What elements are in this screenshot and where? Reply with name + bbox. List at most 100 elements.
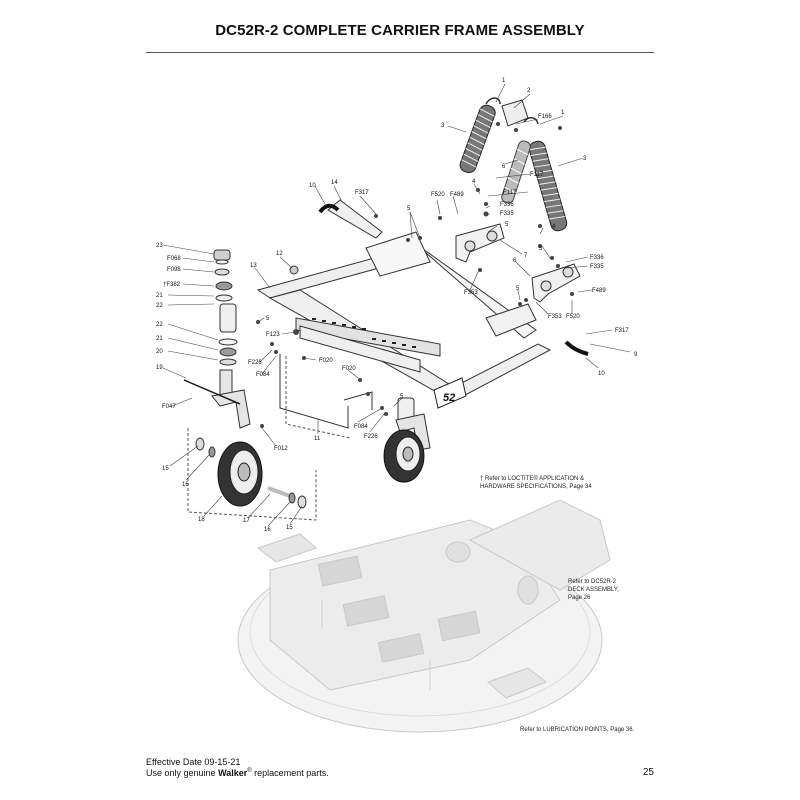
title-divider [146, 52, 654, 53]
callout-5: 5 [266, 316, 270, 322]
callout-6: 6 [513, 258, 517, 264]
callout-21: 21 [156, 293, 163, 299]
page-title: DC52R-2 COMPLETE CARRIER FRAME ASSEMBLY [215, 22, 585, 39]
callout-17: 17 [243, 518, 250, 524]
svg-text:52: 52 [443, 392, 455, 404]
handle-left [318, 199, 383, 239]
caster-stack-left [183, 249, 251, 429]
deck-vent-3 [377, 633, 425, 663]
callout-12: 12 [276, 251, 283, 257]
callout-10: 10 [598, 371, 605, 377]
callout-10: 10 [309, 183, 316, 189]
callout-4: 4 [472, 179, 476, 185]
callout-14: 14 [331, 180, 338, 186]
genuine-parts-notice: Use only genuine Walker® replacement par… [146, 768, 329, 778]
callout-f117: F117 [530, 172, 544, 178]
callout-f047: F047 [162, 404, 176, 410]
callout-5: 5 [407, 206, 411, 212]
callout-f489: F489 [450, 192, 464, 198]
frame-slots [312, 318, 416, 348]
callout-labels: 1 2 F166 1 3 6 3 F117 F117 4 F520 F489 F… [156, 78, 638, 533]
spring-right [528, 140, 568, 232]
callout-f336: F336 [590, 255, 604, 261]
spring-bracket [485, 97, 539, 127]
callout-3: 3 [441, 123, 445, 129]
callout-15: 15 [286, 525, 293, 531]
callout-6: 6 [502, 164, 506, 170]
deck-assembly-reference-note: Refer to DC52R-2 DECK ASSEMBLY, Page 26 [568, 579, 619, 601]
callout-5: 5 [516, 286, 520, 292]
frame-lift-bar [299, 325, 421, 373]
loctite-reference-note: † Refer to LOCTITE® APPLICATION & HARDWA… [480, 476, 592, 490]
deck-wheel-ghost-1 [445, 541, 471, 563]
leader-lines [162, 83, 631, 527]
deck-wheel-ghost-2 [517, 575, 539, 605]
wheel-hardware-left [195, 437, 307, 509]
callout-23: 23 [156, 243, 163, 249]
callout-f489: F489 [592, 288, 606, 294]
callout-22: 22 [156, 322, 163, 328]
callout-1: 1 [561, 110, 565, 116]
callout-f226: F226 [364, 434, 378, 440]
callout-f382: †F382 [163, 282, 181, 288]
callout-f117: F117 [503, 190, 517, 196]
callout-9: 9 [634, 352, 638, 358]
callout-18: 18 [198, 517, 205, 523]
left-caster-post [219, 303, 237, 333]
rear-mount-bracket [485, 303, 537, 337]
deck-vent-2 [342, 595, 390, 627]
page-number: 25 [642, 767, 654, 778]
callout-13: 13 [250, 263, 257, 269]
callout-f098: F098 [167, 267, 181, 273]
callout-22: 22 [156, 303, 163, 309]
lubrication-reference-note: Refer to LUBRICATION POINTS, Page 36. [520, 727, 635, 733]
callout-20: 20 [156, 349, 163, 355]
frame-lower-hoop [279, 354, 349, 429]
deck-discharge-chute [468, 499, 611, 591]
deck-assembly-ghost [237, 499, 611, 733]
callout-2: 2 [527, 88, 531, 94]
pivot-arm-upper [455, 223, 505, 263]
callout-5: 5 [505, 222, 509, 228]
callout-1: 1 [502, 78, 506, 84]
callout-f084: F084 [256, 372, 270, 378]
callout-f520: F520 [431, 192, 445, 198]
frame-center-channel [295, 317, 441, 357]
caster-wheel-left [217, 441, 263, 507]
callout-f068: F068 [167, 256, 181, 262]
callout-5: 5 [400, 394, 404, 400]
effective-date: Effective Date 09-15-21 [146, 757, 241, 767]
callout-4: 4 [552, 224, 556, 230]
callout-5: 5 [539, 246, 543, 252]
callout-f353: F353 [464, 290, 478, 296]
callout-f317: F317 [615, 328, 629, 334]
callout-3: 3 [583, 156, 587, 162]
handle-right [564, 340, 589, 356]
deck-vent-1 [317, 555, 363, 587]
callout-f020: F020 [319, 358, 333, 364]
spring-left [459, 104, 496, 174]
callout-f336: F336 [500, 202, 514, 208]
callout-11: 11 [314, 436, 321, 442]
deck-bracket-left [256, 533, 317, 563]
callout-f012: F012 [274, 446, 288, 452]
brand-name: Walker [218, 768, 248, 778]
callout-f166: F166 [538, 114, 552, 120]
caster-wheel-right [383, 413, 431, 483]
callout-15: 15 [162, 466, 169, 472]
frame-lower-link [343, 391, 373, 410]
callout-16: 16 [182, 482, 189, 488]
caster-fork-left [211, 389, 251, 429]
callout-f335: F335 [500, 211, 514, 217]
spring-center [501, 140, 531, 204]
callout-7: 7 [524, 253, 528, 259]
deck-bracket-right [487, 667, 547, 699]
callout-f226: F226 [248, 360, 262, 366]
pivot-arm-lower [531, 263, 581, 303]
callout-21: 21 [156, 336, 163, 342]
callout-f123: F123 [266, 332, 280, 338]
deck-vent-4 [437, 610, 481, 642]
callout-f084: F084 [354, 424, 368, 430]
callout-f317: F317 [355, 190, 369, 196]
